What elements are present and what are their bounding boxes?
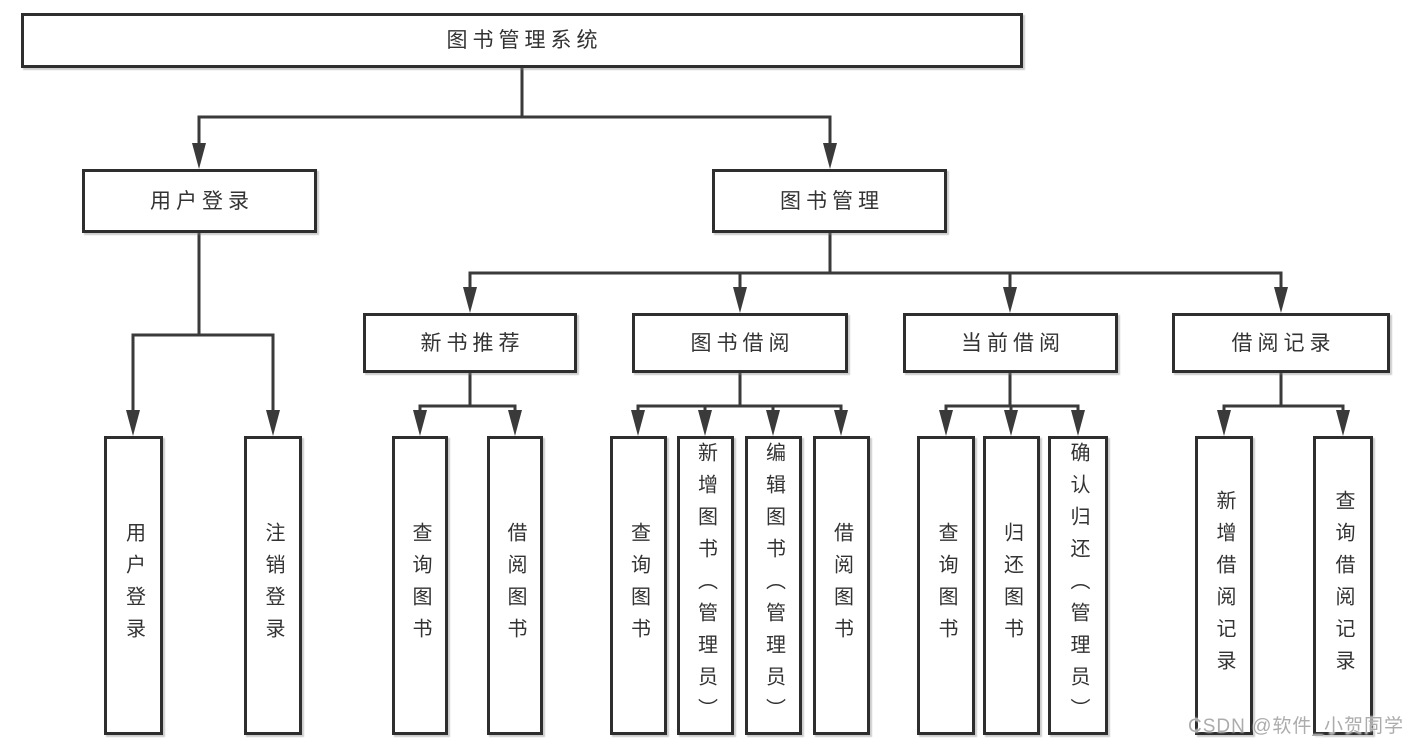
node-leaf-borrow-books-1-label: 借阅图书 [504,521,526,650]
node-leaf-logout-label: 注销登录 [262,521,284,650]
arrowhead-icon [126,410,140,436]
arrowhead-icon [698,410,712,436]
node-leaf-query-books-2: 查询图书 [610,436,667,735]
arrowhead-icon [266,410,280,436]
node-leaf-query-books-1-label: 查询图书 [409,521,431,650]
arrowhead-icon [1071,410,1085,436]
arrowhead-icon [823,143,837,169]
node-library-system: 图书管理系统 [21,13,1023,68]
arrowhead-icon [413,410,427,436]
node-leaf-borrow-books-2-label: 借阅图书 [830,521,853,650]
node-leaf-add-borrow-rec-label: 新增借阅记录 [1213,489,1235,682]
node-leaf-add-borrow-rec: 新增借阅记录 [1195,436,1253,735]
node-leaf-borrow-books-2: 借阅图书 [813,436,870,735]
arrowhead-icon [1217,410,1231,436]
node-leaf-query-books-1: 查询图书 [392,436,448,735]
node-leaf-add-books-admin-label: 新增图书（管理员） [694,441,717,730]
node-leaf-add-books-admin: 新增图书（管理员） [677,436,734,735]
node-leaf-logout: 注销登录 [244,436,302,735]
arrowhead-icon [192,143,206,169]
node-leaf-edit-books-admin-label: 编辑图书（管理员） [762,441,785,730]
node-user-login: 用户登录 [82,169,317,233]
node-book-borrowing: 图书借阅 [632,313,848,373]
arrowhead-icon [1336,410,1350,436]
node-leaf-return-books: 归还图书 [983,436,1040,735]
arrowhead-icon [508,410,522,436]
node-leaf-user-login-label: 用户登录 [122,521,145,650]
node-leaf-confirm-return: 确认归还（管理员） [1048,436,1108,735]
watermark: CSDN @软件_小贺同学 [1188,716,1404,737]
arrowhead-icon [1004,410,1018,436]
arrowhead-icon [733,287,747,313]
node-new-book-recommend-label: 新书推荐 [420,331,525,355]
node-leaf-edit-books-admin: 编辑图书（管理员） [745,436,802,735]
node-leaf-query-books-3: 查询图书 [917,436,975,735]
node-borrowing-records-label: 借阅记录 [1231,331,1336,355]
node-leaf-query-books-3-label: 查询图书 [935,521,957,650]
arrowhead-icon [1274,287,1288,313]
node-borrowing-records: 借阅记录 [1172,313,1390,373]
arrowhead-icon [834,410,848,436]
arrowhead-icon [631,410,645,436]
node-book-borrowing-label: 图书借阅 [690,331,795,355]
node-leaf-query-borrow-rec: 查询借阅记录 [1313,436,1373,735]
arrowhead-icon [463,287,477,313]
node-leaf-query-borrow-rec-label: 查询借阅记录 [1332,489,1354,682]
node-leaf-query-books-2-label: 查询图书 [627,521,650,650]
node-leaf-confirm-return-label: 确认归还（管理员） [1067,441,1089,730]
node-user-login-label: 用户登录 [150,189,254,213]
arrowhead-icon [1003,287,1017,313]
node-leaf-return-books-label: 归还图书 [1000,521,1023,650]
node-new-book-recommend: 新书推荐 [363,313,577,373]
arrowhead-icon [939,410,953,436]
arrowhead-icon [766,410,780,436]
node-leaf-borrow-books-1: 借阅图书 [487,436,543,735]
node-leaf-user-login: 用户登录 [104,436,163,735]
node-book-management: 图书管理 [712,169,947,233]
node-current-borrowing: 当前借阅 [903,313,1118,373]
node-book-management-label: 图书管理 [780,189,884,213]
node-current-borrowing-label: 当前借阅 [961,331,1065,355]
node-library-system-label: 图书管理系统 [446,29,603,52]
